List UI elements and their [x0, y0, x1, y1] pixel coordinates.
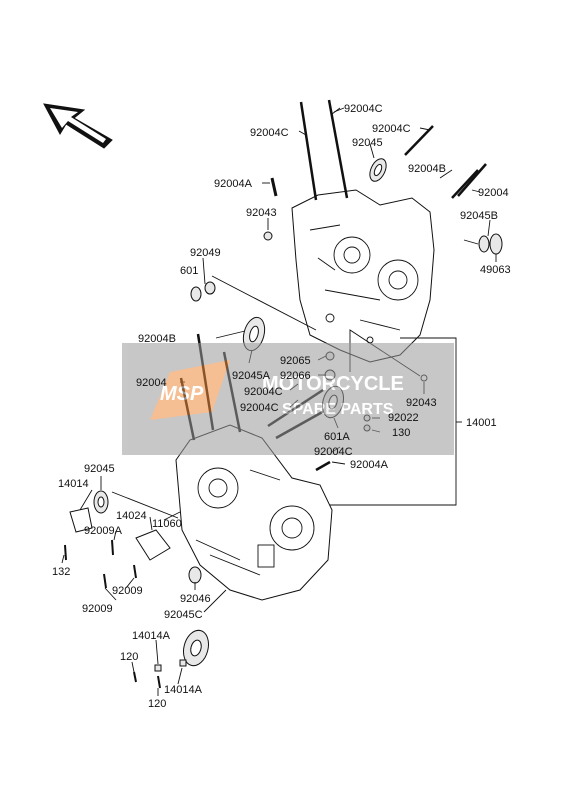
part-label: 92004 [136, 377, 167, 389]
part-label: 92004 [478, 187, 509, 199]
part-label: 92049 [190, 247, 221, 259]
front-direction-arrow-icon [43, 103, 113, 149]
watermark: MSP MOTORCYCLE SPARE PARTS [122, 343, 454, 455]
part-labels: 92004C 92004C 92004C 92045 92004B 92004A… [52, 103, 511, 710]
part-label: 92004C [240, 402, 279, 414]
part-label: 92009 [112, 585, 143, 597]
part-label: 132 [52, 566, 70, 578]
part-label: 92046 [180, 593, 211, 605]
part-label: 92004B [138, 333, 176, 345]
part-label: 92045 [84, 463, 115, 475]
part-label: 130 [392, 427, 410, 439]
part-label: 92066 [280, 370, 311, 382]
part-label: 92022 [388, 412, 419, 424]
part-label: 92004C [250, 127, 289, 139]
part-label: 601A [324, 431, 350, 443]
part-label: 92004C [314, 446, 353, 458]
part-label: 92004B [408, 163, 446, 175]
part-label: 92045C [164, 609, 203, 621]
part-label: 92045 [352, 137, 383, 149]
part-label: 120 [148, 698, 166, 710]
part-label: 11060 [152, 518, 182, 530]
watermark-logo-text: MSP [160, 383, 204, 405]
watermark-line2: SPARE PARTS [282, 401, 394, 418]
part-label: 92004A [214, 178, 253, 190]
part-label: 14001 [466, 417, 497, 429]
part-label: 92009A [84, 525, 123, 537]
part-label: 120 [120, 651, 138, 663]
part-label: 92004C [244, 386, 283, 398]
part-label: 14024 [116, 510, 147, 522]
part-label: 92009 [82, 603, 113, 615]
part-label: 92045B [460, 210, 498, 222]
upper-crankcase-half [291, 189, 435, 363]
watermark-line1: MOTORCYCLE [262, 373, 404, 395]
part-label: 92043 [406, 397, 437, 409]
part-label: 92065 [280, 355, 311, 367]
part-label: 14014A [164, 684, 203, 696]
part-label: 92043 [246, 207, 277, 219]
part-label: 92045A [232, 370, 271, 382]
watermark-logo-icon: MSP [150, 360, 230, 420]
part-label: 92004A [350, 459, 389, 471]
part-label: 49063 [480, 264, 511, 276]
part-label: 14014A [132, 630, 171, 642]
part-label: 92004C [344, 103, 383, 115]
part-label: 14014 [58, 478, 89, 490]
part-label: 601 [180, 265, 198, 277]
part-label: 92004C [372, 123, 411, 135]
